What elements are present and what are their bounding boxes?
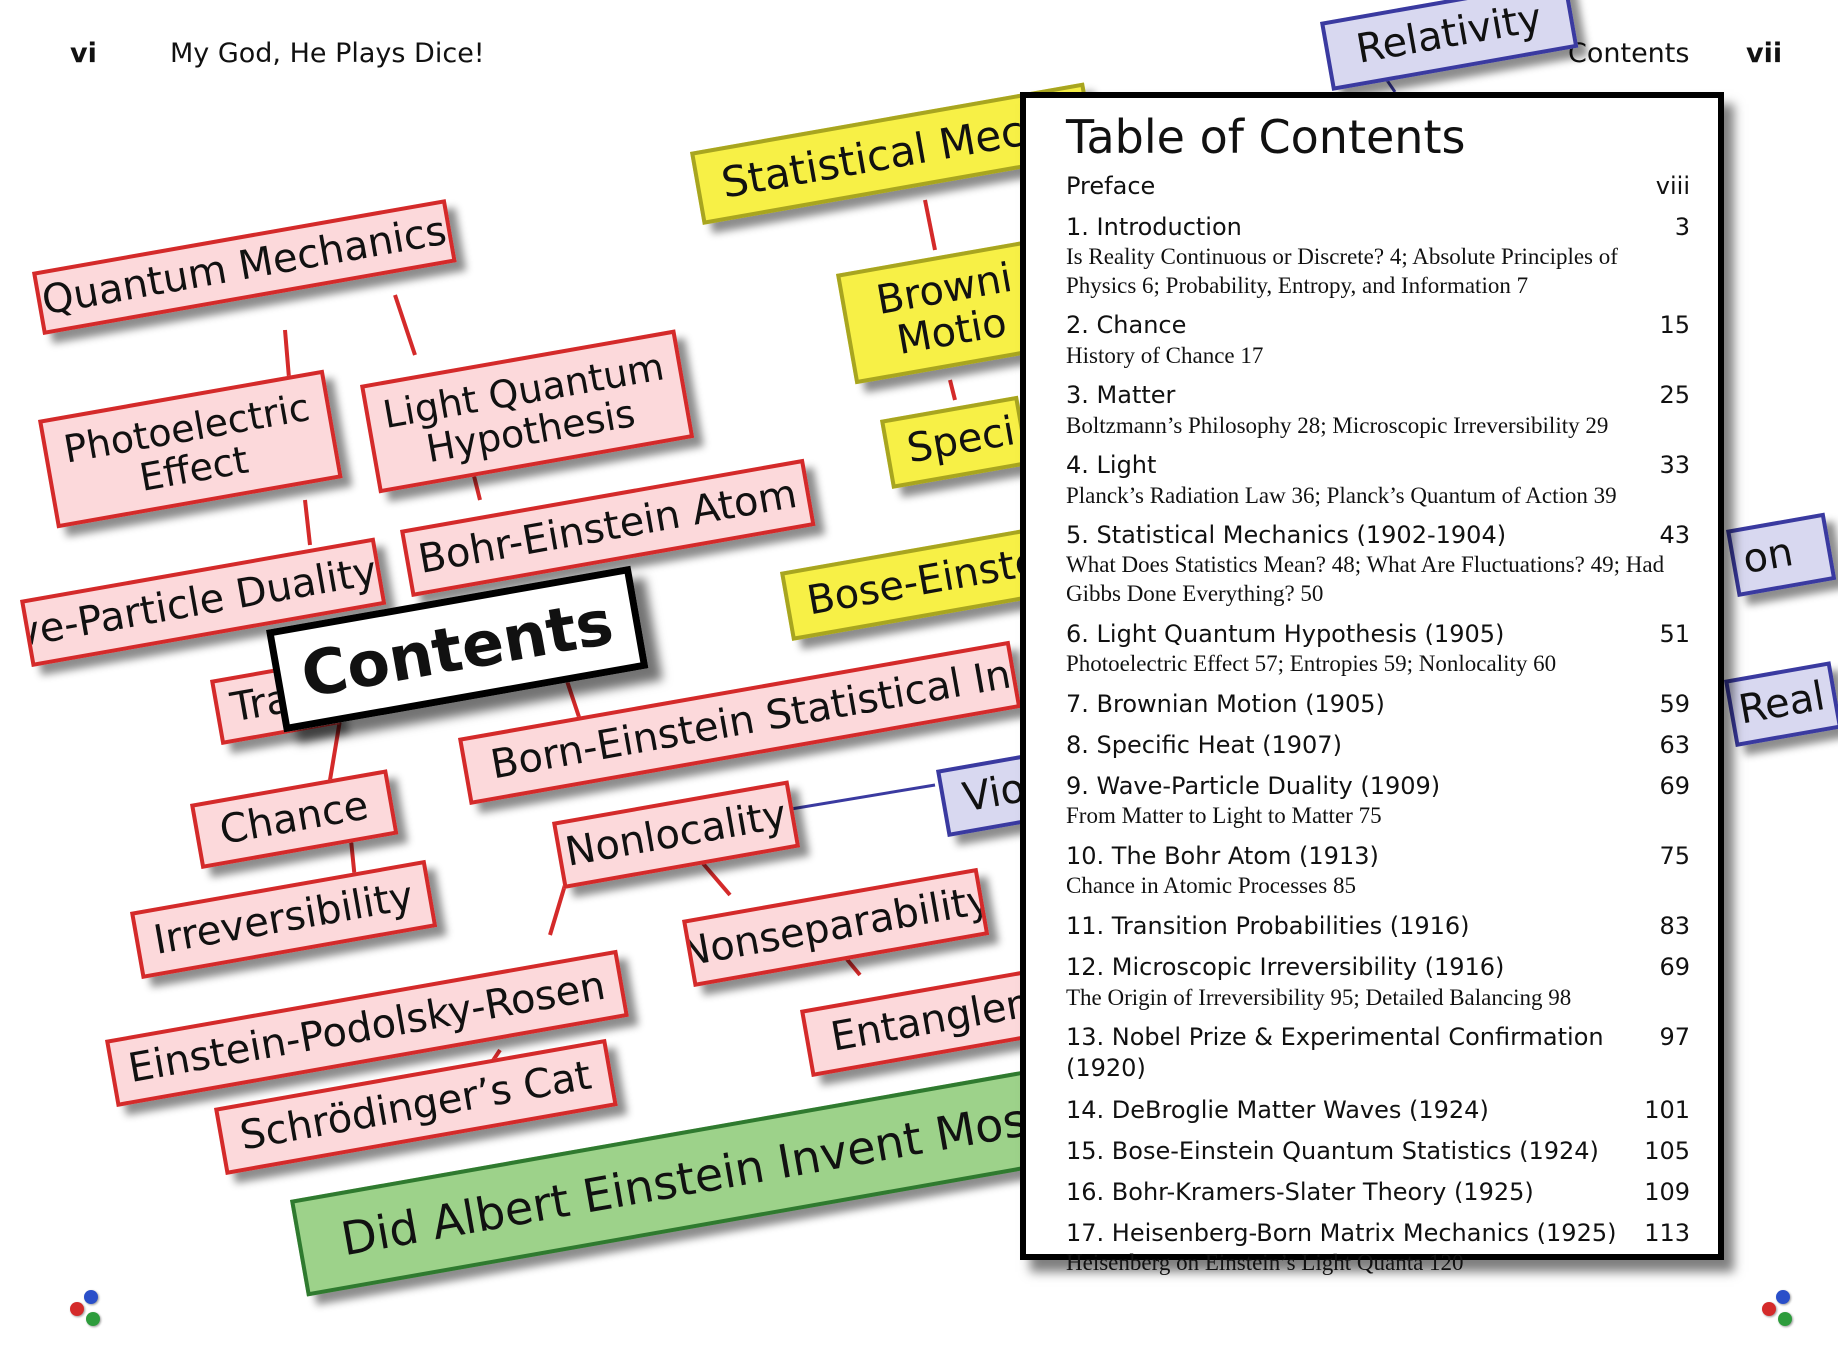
toc-entry-subsections: History of Chance 17 [1066,342,1264,368]
toc-entry-title: 13. Nobel Prize & Experimental Confirmat… [1066,1023,1604,1083]
three-dot-logo-icon [1762,1290,1808,1336]
toc-entry-title: 16. Bohr-Kramers-Slater Theory (1925) [1066,1178,1534,1207]
toc-entry-title: 8. Specific Heat (1907) [1066,731,1342,760]
toc-entry-title: 17. Heisenberg-Born Matrix Mechanics (19… [1066,1219,1617,1248]
toc-entry-title: 5. Statistical Mechanics (1902-1904) [1066,521,1507,550]
toc-entry-subsections: Photoelectric Effect 57; Entropies 59; N… [1066,651,1557,677]
toc-entry-page: 25 [1659,381,1690,410]
toc-entry-page: 97 [1659,1023,1690,1052]
toc-entry-subsections: The Origin of Irreversibility 95; Detail… [1066,984,1572,1010]
toc-entry-page: 75 [1659,842,1690,871]
toc-entry-title: 10. The Bohr Atom (1913) [1066,842,1379,871]
toc-entry-row: 10. The Bohr Atom (1913) 75 [1066,841,1690,872]
left-page-number: vi [70,38,97,69]
toc-entry: 13. Nobel Prize & Experimental Confirmat… [1066,1022,1690,1084]
toc-entry-page: 69 [1659,772,1690,801]
toc-entry-row: 5. Statistical Mechanics (1902-1904) 43 [1066,520,1690,551]
toc-entry-row: 1. Introduction 3 [1066,212,1690,243]
toc-title: Table of Contents [1066,110,1466,164]
toc-entry-subsections: Heisenberg on Einstein’s Light Quanta 12… [1066,1250,1464,1276]
table-of-contents-panel: Table of Contents Preface viii 1. Introduc… [1020,92,1724,1275]
section-title: Contents [1568,38,1690,69]
toc-entry-title: 6. Light Quantum Hypothesis (1905) [1066,619,1505,648]
toc-entry-row: 9. Wave-Particle Duality (1909) 69 [1066,771,1690,802]
toc-entry: 14. DeBroglie Matter Waves (1924) 101 [1066,1095,1690,1126]
three-dot-logo-icon [70,1290,116,1336]
toc-entry-title: 15. Bose-Einstein Quantum Statistics (19… [1066,1136,1599,1165]
right-page-number: vii [1746,38,1783,69]
toc-entry: 1. Introduction 3 Is Reality Continuous or… [1066,212,1690,301]
toc-entry-title: 12. Microscopic Irreversibility (1916) [1066,953,1505,982]
toc-entry: 16. Bohr-Kramers-Slater Theory (1925) 109 [1066,1177,1690,1208]
toc-entry-title: 11. Transition Probabilities (1916) [1066,912,1470,941]
toc-entry: 11. Transition Probabilities (1916) 83 [1066,911,1690,942]
toc-entry-page: 59 [1659,689,1690,718]
toc-entry-row: 8. Specific Heat (1907) 63 [1066,730,1690,761]
toc-entry-page: 113 [1644,1219,1690,1248]
toc-entry-page: 101 [1644,1095,1690,1124]
toc-entry-title: 1. Introduction [1066,212,1242,241]
toc-list: Preface viii 1. Introduction 3 Is Reality Co… [1066,171,1690,1279]
toc-entry-title: 9. Wave-Particle Duality (1909) [1066,772,1441,801]
toc-entry: 17. Heisenberg-Born Matrix Mechanics (19… [1066,1218,1690,1278]
toc-entry-row: 7. Brownian Motion (1905) 59 [1066,689,1690,720]
toc-entry-row: 13. Nobel Prize & Experimental Confirmat… [1066,1022,1690,1084]
toc-entry-page: 83 [1659,912,1690,941]
toc-entry-subsections: Chance in Atomic Processes 85 [1066,873,1357,899]
toc-entry: Preface viii [1066,171,1690,202]
toc-entry-row: 2. Chance 15 [1066,310,1690,341]
toc-entry-title: 2. Chance [1066,311,1187,340]
toc-entry-page: 105 [1644,1136,1690,1165]
toc-entry-row: 6. Light Quantum Hypothesis (1905) 51 [1066,619,1690,650]
toc-entry-page: viii [1655,171,1690,200]
toc-entry-row: 17. Heisenberg-Born Matrix Mechanics (19… [1066,1218,1690,1249]
toc-entry-title: 7. Brownian Motion (1905) [1066,689,1385,718]
toc-entry-title: 4. Light [1066,451,1157,480]
toc-entry-page: 51 [1659,619,1690,648]
toc-entry-title: Preface [1066,171,1156,200]
toc-entry-page: 15 [1659,311,1690,340]
toc-entry: 7. Brownian Motion (1905) 59 [1066,689,1690,720]
toc-entry-page: 3 [1674,212,1690,241]
toc-entry: 15. Bose-Einstein Quantum Statistics (19… [1066,1136,1690,1167]
toc-entry-row: 16. Bohr-Kramers-Slater Theory (1925) 109 [1066,1177,1690,1208]
toc-entry-page: 43 [1659,521,1690,550]
toc-entry: 12. Microscopic Irreversibility (1916) 69… [1066,952,1690,1012]
toc-entry-page: 69 [1659,953,1690,982]
toc-entry-subsections: What Does Statistics Mean? 48; What Are … [1066,552,1665,607]
toc-entry-subsections: From Matter to Light to Matter 75 [1066,803,1382,829]
toc-entry-subsections: Planck’s Radiation Law 36; Planck’s Quan… [1066,482,1617,508]
toc-entry-row: Preface viii [1066,171,1690,202]
toc-entry-row: 12. Microscopic Irreversibility (1916) 69 [1066,952,1690,983]
toc-entry-row: 15. Bose-Einstein Quantum Statistics (19… [1066,1136,1690,1167]
book-title: My God, He Plays Dice! [170,38,485,69]
toc-entry-page: 109 [1644,1178,1690,1207]
toc-entry-title: 3. Matter [1066,381,1176,410]
toc-entry-row: 3. Matter 25 [1066,380,1690,411]
toc-entry-row: 4. Light 33 [1066,450,1690,481]
toc-entry: 8. Specific Heat (1907) 63 [1066,730,1690,761]
toc-entry-subsections: Is Reality Continuous or Discrete? 4; Ab… [1066,243,1618,298]
toc-entry-row: 14. DeBroglie Matter Waves (1924) 101 [1066,1095,1690,1126]
toc-entry-subsections: Boltzmann’s Philosophy 28; Microscopic I… [1066,412,1609,438]
toc-entry-row: 11. Transition Probabilities (1916) 83 [1066,911,1690,942]
toc-entry-page: 33 [1659,451,1690,480]
toc-entry-title: 14. DeBroglie Matter Waves (1924) [1066,1095,1489,1124]
toc-entry-page: 63 [1659,731,1690,760]
